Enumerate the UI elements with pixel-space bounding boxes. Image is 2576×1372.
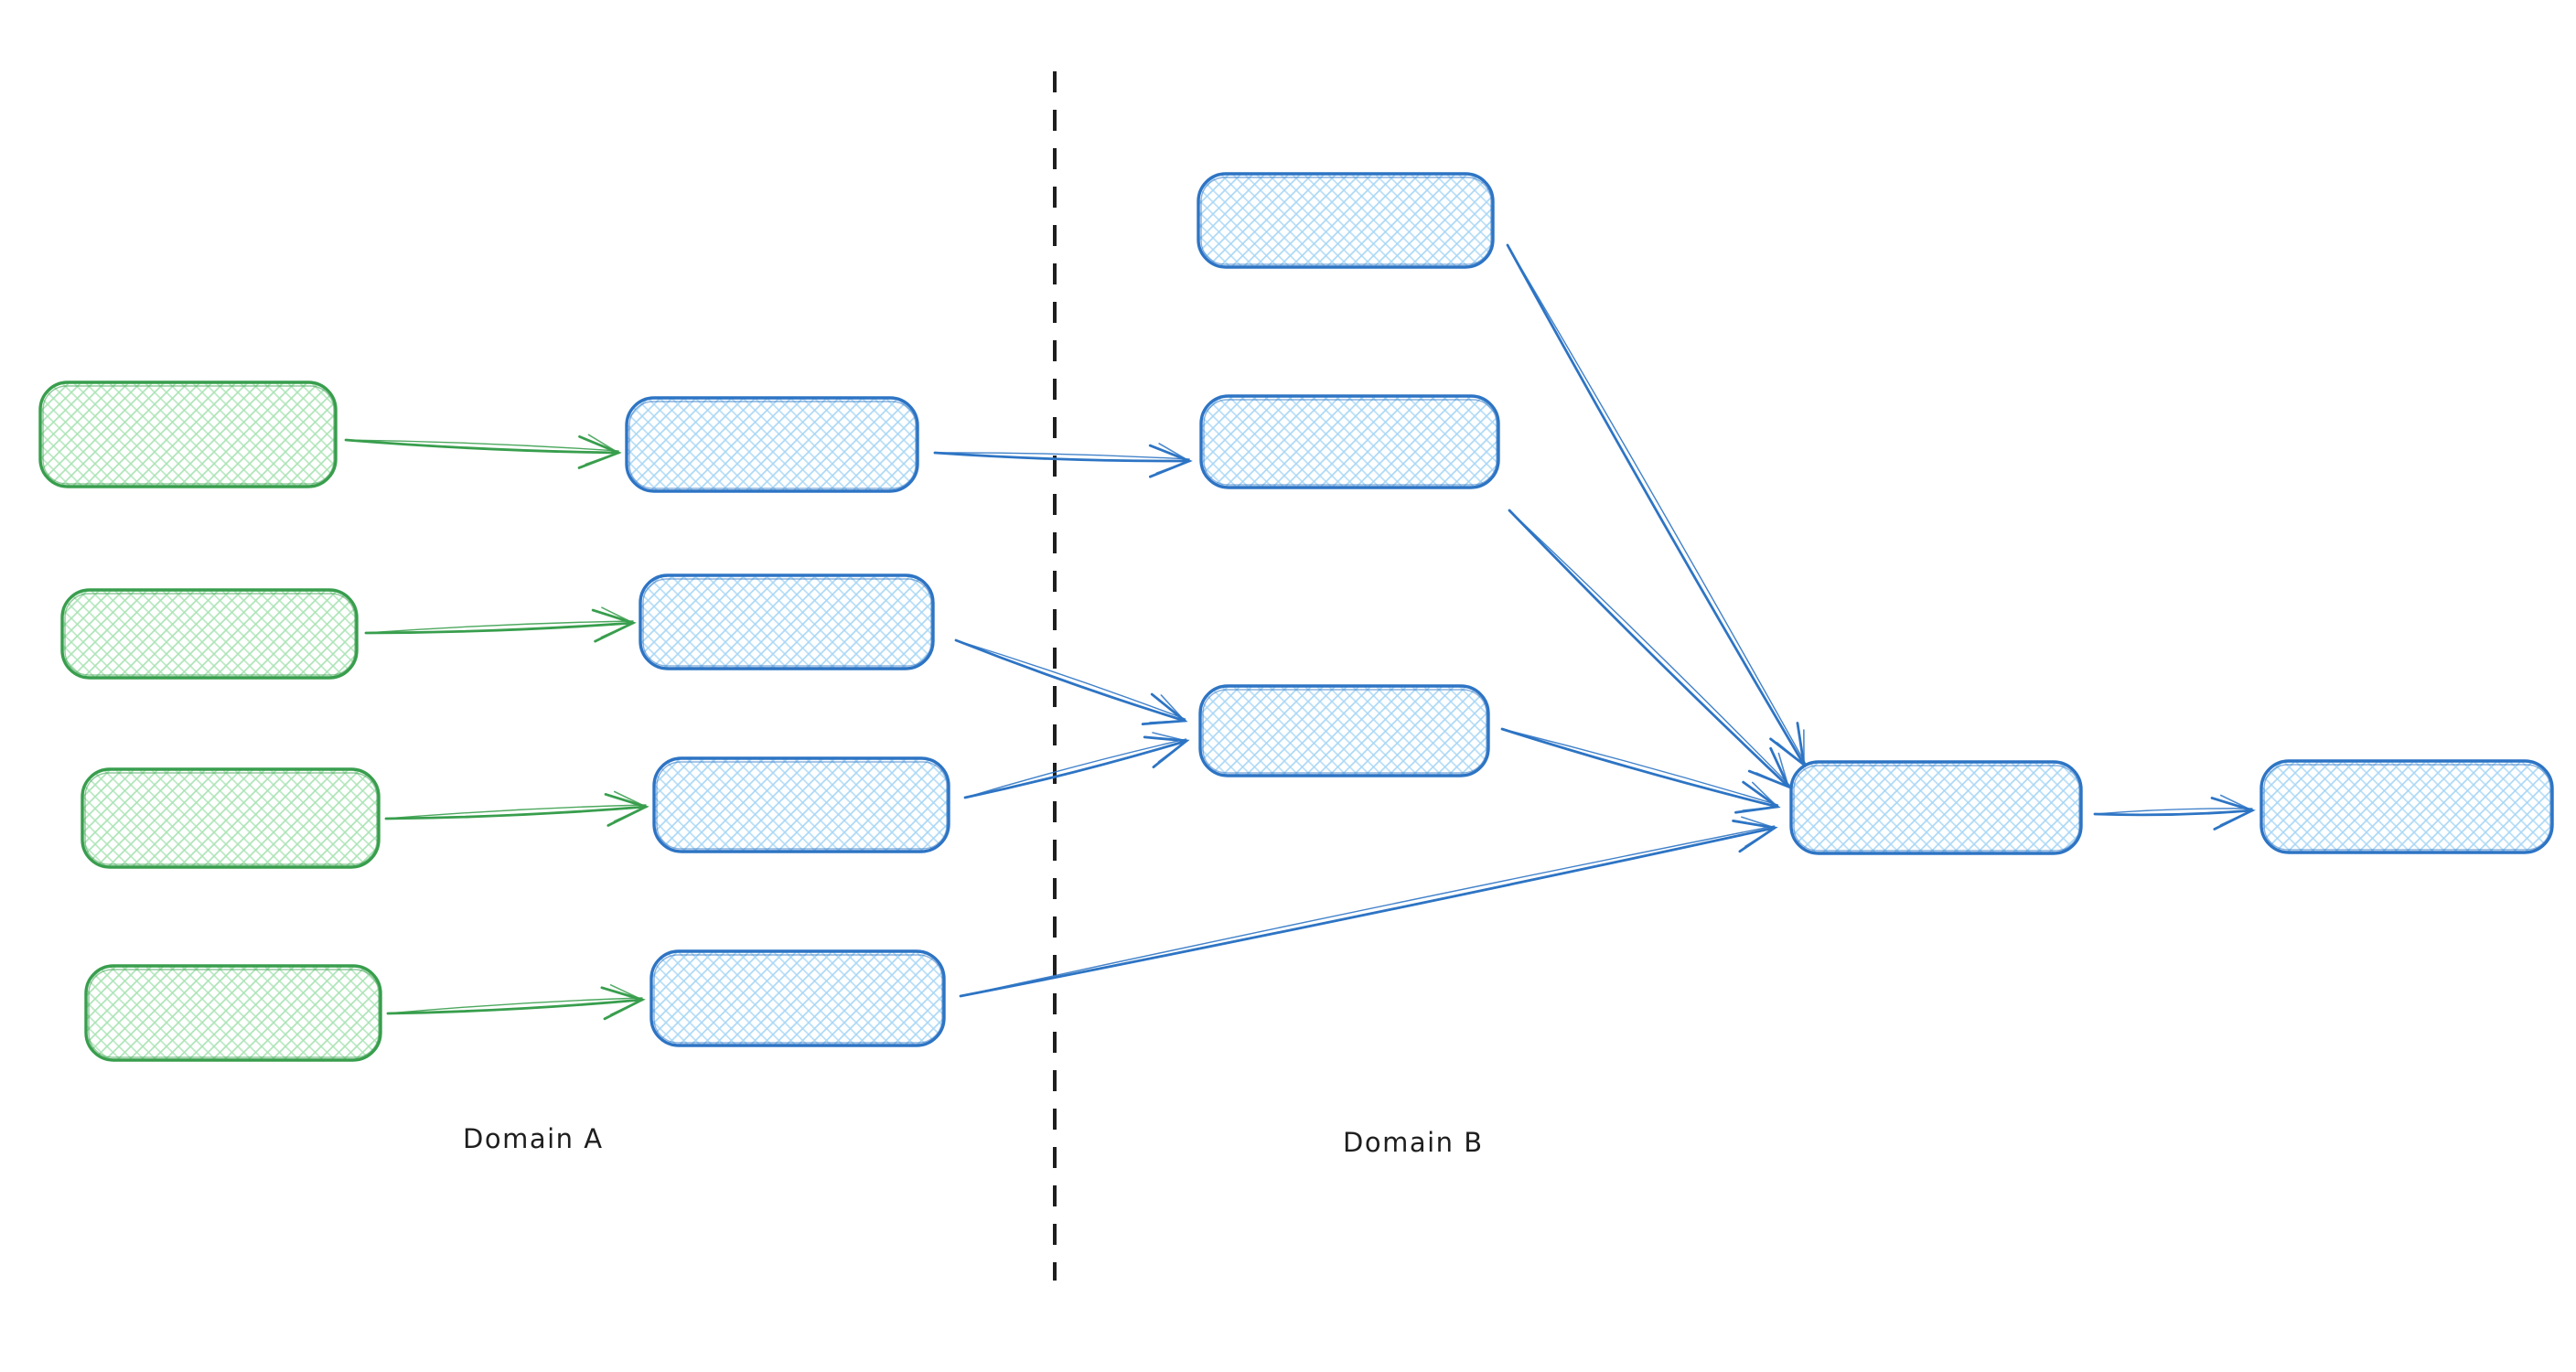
edge-agg-final — [2093, 794, 2256, 831]
domain-b-label: Domain B — [1343, 1127, 1484, 1158]
domain-a-label: Domain A — [463, 1123, 604, 1154]
edge-r2-agg — [1508, 509, 1791, 789]
edge-g3-m3 — [384, 790, 649, 827]
node-blue-final — [2259, 759, 2554, 854]
node-blue-right-2 — [1199, 394, 1500, 489]
node-blue-right-3 — [1198, 684, 1490, 777]
node-green-2 — [60, 588, 359, 680]
edge-g2-m2 — [364, 606, 637, 643]
edge-g4-m4 — [386, 984, 646, 1021]
edge-m3-r3 — [963, 732, 1190, 799]
node-blue-agg — [1789, 760, 2083, 855]
edge-g1-m1 — [344, 434, 622, 469]
node-blue-right-1 — [1197, 172, 1495, 269]
node-blue-mid-4 — [649, 949, 946, 1047]
edge-r1-agg — [1506, 243, 1807, 768]
edge-m1-r2 — [933, 443, 1193, 478]
node-green-1 — [38, 381, 338, 488]
node-green-4 — [84, 964, 382, 1062]
edge-m4-agg — [959, 816, 1778, 998]
edge-m2-r3 — [954, 638, 1188, 726]
node-blue-mid-3 — [652, 756, 950, 853]
edge-r3-agg — [1500, 727, 1781, 814]
node-blue-mid-1 — [625, 396, 919, 493]
node-green-3 — [80, 767, 381, 869]
node-blue-mid-2 — [639, 573, 935, 670]
